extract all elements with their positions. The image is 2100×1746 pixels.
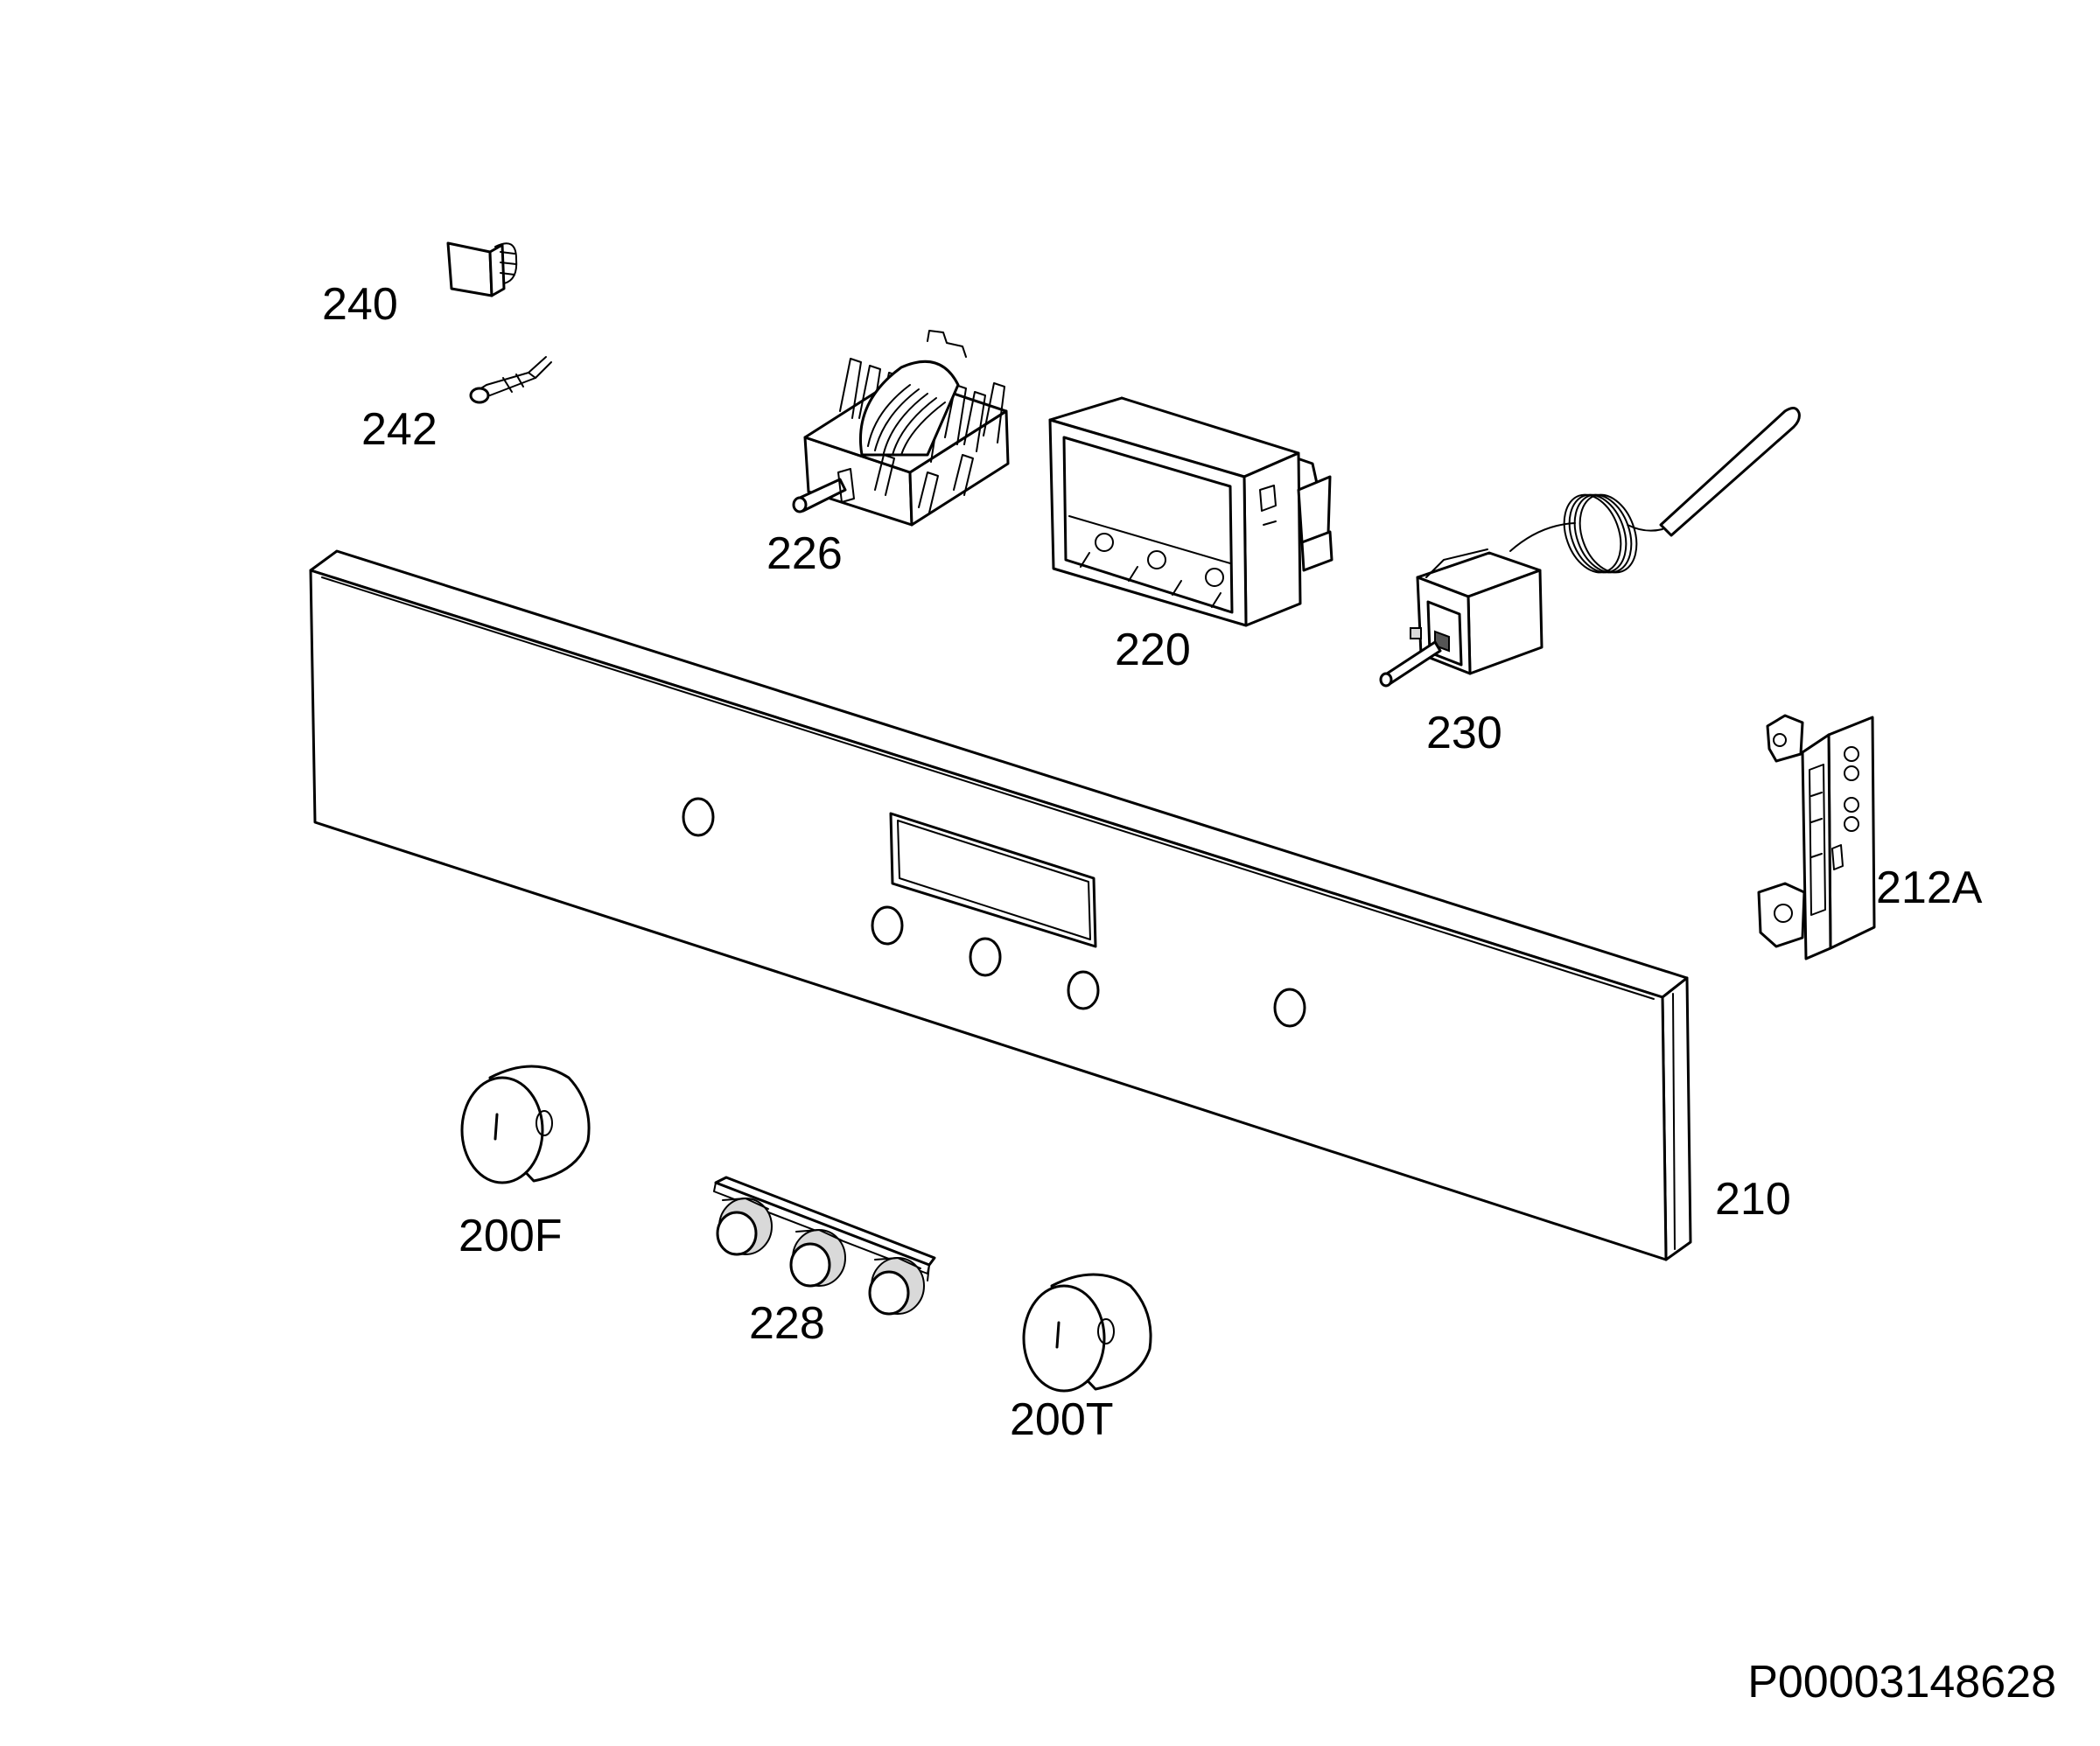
- part-242-pin: [469, 356, 552, 404]
- part-220-display-module: [1048, 396, 1334, 627]
- part-200t-knob: [1022, 1273, 1152, 1393]
- callout-210: 210: [1715, 1174, 1791, 1225]
- callout-228: 228: [749, 1298, 825, 1349]
- callout-200t: 200T: [1010, 1394, 1114, 1445]
- part-212a-bracket: [1757, 714, 1876, 960]
- part-226-selector-switch: [792, 330, 1010, 527]
- callout-240: 240: [322, 279, 398, 330]
- callout-242: 242: [361, 404, 438, 455]
- button-2: [789, 1229, 846, 1288]
- part-240-cap: [446, 241, 518, 297]
- part-230-thermostat: [1379, 407, 1801, 688]
- callout-220: 220: [1115, 625, 1191, 675]
- callout-212a: 212A: [1876, 863, 1983, 913]
- part-210-control-panel: [309, 549, 1692, 1261]
- part-228-button-strip: [713, 1176, 936, 1316]
- part-200f-knob: [460, 1065, 591, 1184]
- button-3: [868, 1257, 925, 1316]
- callout-200f: 200F: [458, 1211, 563, 1261]
- callout-230: 230: [1426, 708, 1502, 758]
- callout-226: 226: [766, 528, 843, 579]
- document-id: P00003148628: [1747, 1657, 2056, 1708]
- button-1: [716, 1198, 773, 1256]
